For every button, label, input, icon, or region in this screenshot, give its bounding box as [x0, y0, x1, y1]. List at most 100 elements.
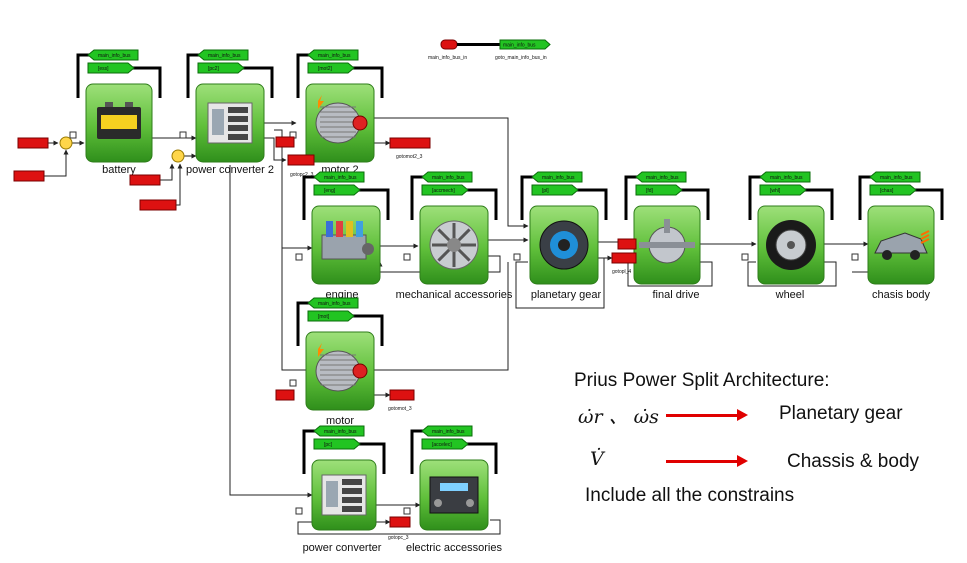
bus-from-tag[interactable]	[635, 171, 687, 183]
bus-tag-text: [mot2]	[318, 66, 333, 72]
angular-accel-math: ω̇r 、 ω̇s	[578, 406, 659, 428]
block-motor[interactable]: main_info_bus [mot] motor	[289, 297, 384, 427]
planetary-gear-target: Planetary gear	[779, 403, 903, 424]
bus-from-tag[interactable]	[421, 171, 473, 183]
block-electric-accessories[interactable]: main_info_bus[accelec]electric accessori…	[403, 425, 502, 554]
bus-tag-text: [whl]	[770, 188, 781, 194]
goto-tag[interactable]	[611, 252, 637, 264]
bus-from-tag[interactable]	[197, 49, 249, 61]
bus-loop	[576, 188, 608, 220]
goto-mot2-label: gotomot2_3	[396, 154, 423, 160]
bus-tag-text: [pc2]	[208, 66, 219, 72]
port-square[interactable]	[403, 507, 411, 515]
bus-in-label: main_info_bus_in	[428, 55, 467, 61]
bus-goto-tag[interactable]	[869, 184, 917, 196]
bus-loop	[132, 66, 162, 98]
bus-goto-tag[interactable]	[197, 62, 245, 74]
bus-loop	[466, 188, 498, 220]
bus-from-tag[interactable]	[307, 297, 359, 309]
bus-from-text: main_info_bus	[324, 429, 357, 435]
bus-goto-tag[interactable]	[307, 62, 355, 74]
bus-tag-text: [fd]	[646, 188, 654, 194]
bus-from-text: main_info_bus	[208, 53, 241, 59]
bus-goto-tag[interactable]	[759, 184, 807, 196]
goto-tag[interactable]	[389, 137, 431, 149]
goto-pc-label: gotopc_3	[388, 535, 409, 541]
block-chasis-body[interactable]: main_info_bus [chas] chasis body	[851, 171, 944, 301]
port-tag[interactable]	[17, 137, 49, 149]
block-label: motor	[326, 415, 354, 427]
port-square[interactable]	[289, 379, 297, 387]
bus-goto-tag[interactable]	[307, 310, 355, 322]
arrow-to-planetary	[666, 409, 748, 421]
bus-tag-text: [eng]	[324, 188, 336, 194]
block-mechanical-accessories[interactable]: main_info_bus[accmech]mechanical accesso…	[396, 171, 513, 301]
bus-tag-text: [ess]	[98, 66, 109, 72]
block-power-converter-2[interactable]: main_info_bus[pc2]power converter 2	[179, 49, 274, 176]
bus-goto-tag[interactable]	[313, 184, 361, 196]
port-tag[interactable]	[13, 170, 45, 182]
bus-goto-tag[interactable]	[421, 438, 469, 450]
port-tag[interactable]	[275, 389, 295, 401]
bus-from-tag[interactable]	[869, 171, 921, 183]
bus-from-text: main_info_bus	[324, 175, 357, 181]
block-motor-2[interactable]: main_info_bus[mot2]motor 2	[289, 49, 384, 176]
bus-from-tag[interactable]	[421, 425, 473, 437]
bus-goto-tag[interactable]	[313, 438, 361, 450]
bus-from-tag[interactable]	[313, 171, 365, 183]
sum-node[interactable]	[171, 149, 185, 163]
bus-goto-tag[interactable]	[421, 184, 469, 196]
port-square[interactable]	[295, 253, 303, 261]
port-square[interactable]	[179, 131, 187, 139]
goto-tag[interactable]	[389, 516, 411, 528]
bus-loop	[242, 66, 274, 98]
port-square[interactable]	[295, 507, 303, 515]
goto-tag[interactable]	[389, 389, 415, 401]
bus-tag-text: [mot]	[318, 314, 330, 320]
goto-tag[interactable]	[287, 154, 315, 166]
block-engine[interactable]: main_info_bus[eng]engine	[295, 171, 390, 301]
bus-goto-tag[interactable]	[499, 39, 551, 50]
block-planetary-gear[interactable]: main_info_bus[pl]planetary gear	[513, 171, 608, 301]
goto-pc2-label: gotopc2_3	[290, 172, 314, 178]
bus-from-tag[interactable]	[87, 49, 139, 61]
chassis-body-target: Chassis & body	[787, 451, 920, 472]
bus-from-text: main_info_bus	[318, 53, 351, 59]
block-battery[interactable]: main_info_bus[ess]battery	[69, 49, 162, 176]
bus-from-tag[interactable]	[759, 171, 811, 183]
bus-loop	[352, 314, 384, 346]
port-square[interactable]	[851, 253, 859, 261]
bus-from-tag[interactable]	[313, 425, 365, 437]
port-square[interactable]	[403, 253, 411, 261]
bus-tag-text: [chas]	[880, 188, 894, 194]
sum-node[interactable]	[59, 136, 73, 150]
bus-loop	[358, 188, 390, 220]
port-tag[interactable]	[139, 199, 177, 211]
port-square[interactable]	[741, 253, 749, 261]
bus-goto-tag[interactable]	[635, 184, 683, 196]
bus-from-tag[interactable]	[307, 49, 359, 61]
bus-loop	[804, 188, 834, 220]
bus-from-text: main_info_bus	[98, 53, 131, 59]
bus-in-port[interactable]	[440, 39, 458, 50]
block-label: wheel	[775, 289, 805, 301]
block-final-drive[interactable]: main_info_bus[fd]final drive	[617, 171, 710, 301]
architecture-title: Prius Power Split Architecture:	[574, 370, 830, 391]
port-square[interactable]	[69, 131, 77, 139]
bus-goto-tag[interactable]	[87, 62, 135, 74]
block-power-converter[interactable]: main_info_bus[pc]power converter	[295, 425, 386, 554]
bus-tag-text: [pl]	[542, 188, 549, 194]
bus-from-tag[interactable]	[531, 171, 583, 183]
bus-from-text: main_info_bus	[432, 175, 465, 181]
port-tag[interactable]	[617, 238, 637, 250]
bus-goto-tag[interactable]	[531, 184, 579, 196]
block-wheel[interactable]: main_info_bus[whl]wheel	[741, 171, 834, 301]
port-tag[interactable]	[275, 136, 295, 148]
port-tag[interactable]	[129, 174, 161, 186]
bus-from-text: main_info_bus	[318, 301, 351, 307]
goto-pl-label: gotopl_4	[612, 269, 631, 275]
bus-from-text: main_info_bus	[880, 175, 913, 181]
port-square[interactable]	[513, 253, 521, 261]
block-label: power converter	[303, 542, 382, 554]
block-label: chasis body	[872, 289, 931, 301]
